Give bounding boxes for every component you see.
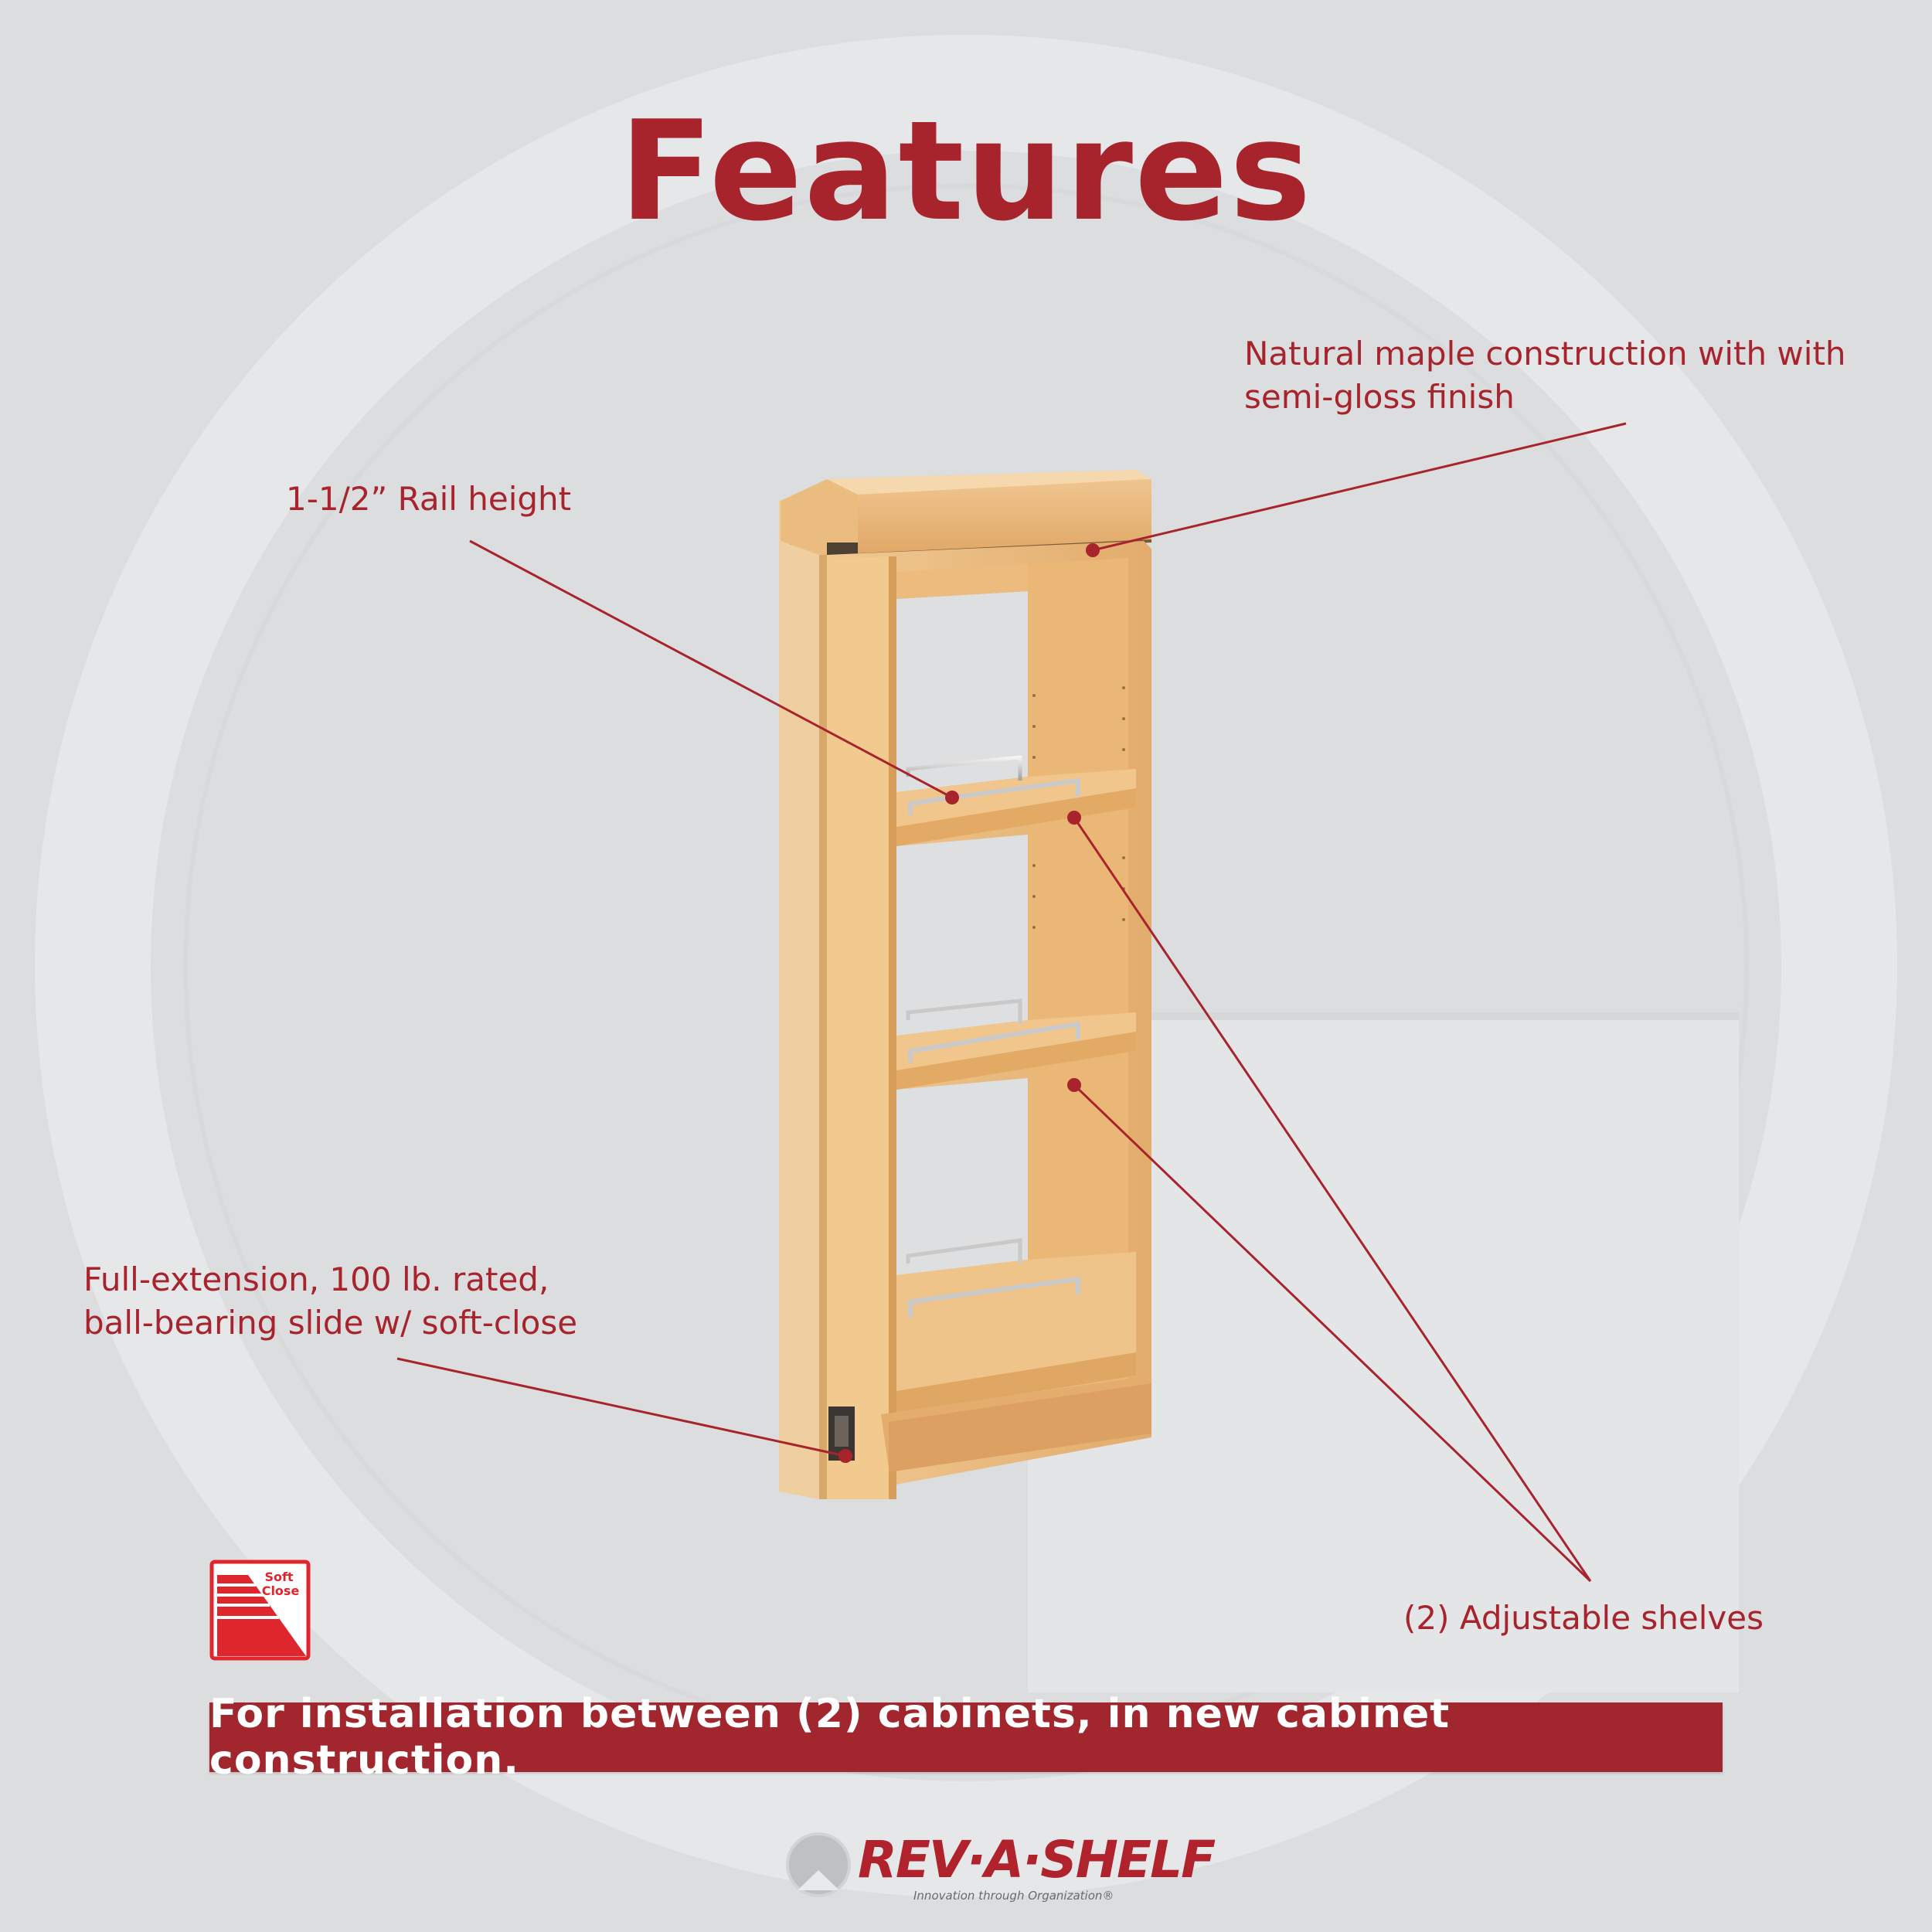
callout-rail-line1: 1-1/2” Rail height [286,480,572,518]
logo-emblem-icon [786,1832,851,1897]
callout-maple-line1: Natural maple construction with with [1244,335,1846,372]
callout-maple-construction: Natural maple construction with with sem… [1244,332,1846,419]
svg-text:Soft: Soft [264,1570,293,1584]
svg-text:Close: Close [262,1583,300,1598]
installation-note-banner: For installation between (2) cabinets, i… [209,1691,1723,1784]
callout-slide: Full-extension, 100 lb. rated, ball-bear… [83,1258,577,1345]
callout-adjustable-shelves: (2) Adjustable shelves [1403,1597,1764,1640]
product-image-pullout-rack [779,470,1152,1499]
logo-wordmark: REV·A·SHELF [858,1830,1216,1889]
callout-shelves-line1: (2) Adjustable shelves [1403,1599,1764,1637]
callout-slide-line2: ball-bearing slide w/ soft-close [83,1304,578,1342]
page-title: Features [619,91,1313,251]
soft-close-icon: Soft Close [209,1560,311,1661]
installation-note-text: For installation between (2) cabinets, i… [209,1691,1451,1784]
soft-close-badge: Soft Close [209,1560,311,1661]
callout-maple-line2: semi-gloss finish [1244,378,1515,416]
callout-rail-height: 1-1/2” Rail height [286,478,571,521]
logo-tagline: Innovation through Organization® [913,1889,1114,1903]
callout-slide-line1: Full-extension, 100 lb. rated, [83,1260,549,1298]
rev-a-shelf-logo: REV·A·SHELF Innovation through Organizat… [784,1824,1216,1909]
